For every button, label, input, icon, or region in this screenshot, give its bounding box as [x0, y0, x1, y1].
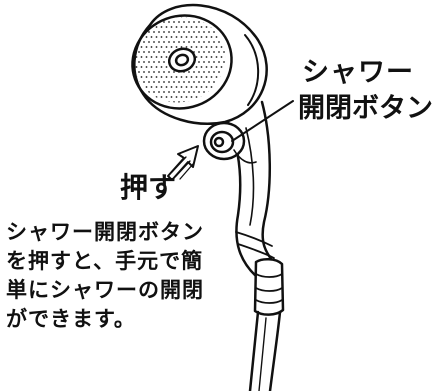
push-arrow-icon — [167, 145, 199, 181]
leader-line — [231, 100, 294, 142]
hose-connector — [253, 258, 285, 316]
description-line: シャワー開閉ボタン — [6, 220, 204, 244]
description-text: シャワー開閉ボタン を押すと、手元で簡 単にシャワーの開閉 ができます。 — [6, 218, 238, 334]
shower-head-icon — [128, 3, 268, 125]
push-label: 押す — [120, 171, 177, 204]
callout-label-shower: シャワー — [302, 57, 414, 88]
description-line: ができます。 — [6, 307, 136, 331]
shower-handle — [202, 100, 277, 280]
description-line: 単にシャワーの開閉 — [6, 278, 204, 302]
description-line: を押すと、手元で簡 — [6, 249, 204, 273]
callout-label-open-close-button: 開閉ボタン — [298, 93, 433, 124]
hose — [248, 310, 282, 391]
